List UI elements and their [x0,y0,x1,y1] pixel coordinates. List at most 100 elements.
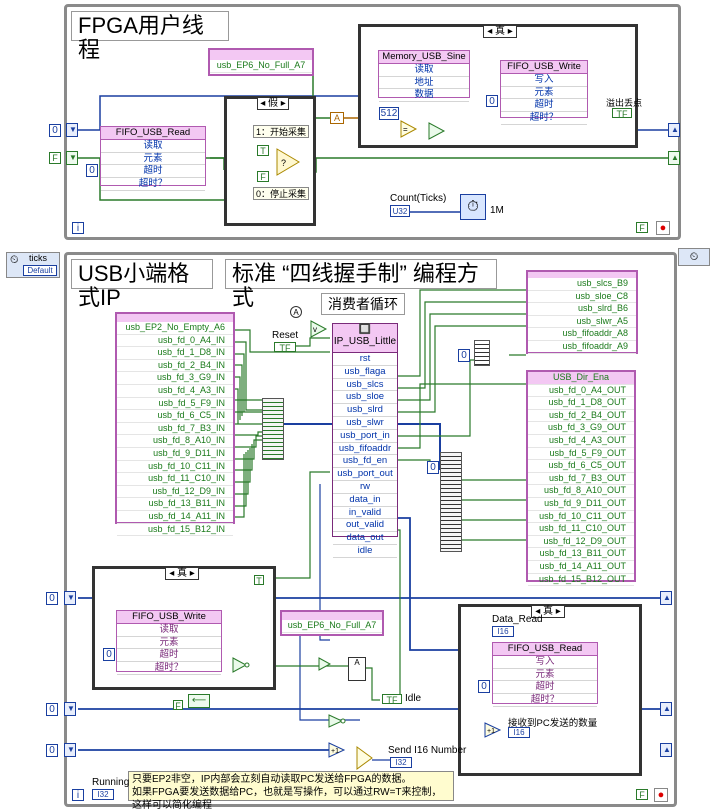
out-index-zero-const[interactable]: 0 [427,461,439,474]
consumer-loop-label: 消费者循环 [321,293,405,315]
ctrl-list-row-0: usb_slcs_B9 [528,278,636,291]
top-fifo-read-row-3: 超时？ [101,178,205,191]
top-loop-title: FPGA用户线程 [71,11,229,62]
comment-line-1: 只要EP2非空，IP内部会立刻自动读取PC发送给FPGA的数据。 [132,774,412,785]
top-fifo-read-title: FIFO_USB_Read [101,127,205,140]
top-stop-false-const[interactable]: F [636,222,648,233]
bottom-left-shift-2: ▼ [64,702,76,716]
bottom-fifo-read-row-1: 元素 [493,669,597,682]
reset-label: Reset [272,330,299,341]
bottom-stop-false-const[interactable]: F [636,789,648,800]
ip-name: IP_USB_Little [333,336,397,347]
top-fifo-write-timeout-const[interactable]: 0 [486,95,498,107]
out-list-row-2: usb_fd_1_D8_OUT [528,397,634,410]
svg-text:+1: +1 [331,748,339,755]
out-list-row-3: usb_fd_2_B4_OUT [528,410,634,423]
ticks-terminal-right: ⏲ [678,248,710,266]
ip-row-11: data_in [333,494,397,507]
out-index-array-node [440,452,462,552]
top-case-true-selector[interactable]: ◂ 真 ▸ [483,25,517,38]
ticks-default-value[interactable]: Default [23,265,57,276]
idle-label: Idle [405,693,422,704]
top-fifo-read-row-1: 元素 [101,153,205,166]
reset-indicator-icon: A [290,306,302,318]
ip-row-7: usb_fifoaddr [333,443,397,456]
bottom-stop-condition-icon[interactable]: ● [654,788,668,802]
top-fifo-read-timeout-const[interactable]: 0 [86,164,98,177]
in-list-row-5: usb_fd_4_A3_IN [117,385,233,398]
top-case-false: ◂ 假 ▸ 1：开始采集 T F ? 0：停止采集 [224,96,316,226]
out-list-row-5: usb_fd_4_A3_OUT [528,435,634,448]
bottom-case-read-selector[interactable]: ◂ 真 ▸ [531,605,565,618]
top-zero-const-left[interactable]: 0 [49,124,61,137]
reset-or-gate-icon: v [310,320,328,338]
in-list-row-6: usb_fd_5_F9_IN [117,398,233,411]
bottom-fifo-read-node[interactable]: FIFO_USB_Read 写入 元素 超时 超时？ [492,642,598,707]
bottom-fifo-read-timeout-const[interactable]: 0 [478,680,490,693]
bottom-zero-const-1[interactable]: 0 [46,592,58,605]
reset-tf-control[interactable]: TF [274,342,296,353]
bottom-select-node: A [348,657,366,681]
top-fifo-write-node[interactable]: FIFO_USB_Write 写入 元素 超时 超时？ [500,60,588,125]
top-stop-condition-icon[interactable]: ● [656,221,670,235]
in-build-array-node [262,398,284,460]
ctrl-index-zero-const[interactable]: 0 [458,349,470,362]
top-fifo-write-row-3: 超时？ [501,112,587,125]
top-memory-sine-node[interactable]: Memory_USB_Sine 读取 地址 数据 [378,50,470,103]
bottom-feedback-node: ⟵ [188,694,210,708]
ip-row-3: usb_sloe [333,391,397,405]
bottom-fifo-read-row-2: 超时 [493,681,597,695]
comment-line-2: 如果FPGA要发送数据给PC，也就是写操作，可以通过RW=T来控制，这样可以简化… [132,787,442,811]
out-list-row-10: usb_fd_9_D11_OUT [528,498,634,511]
top-iteration-terminal: i [72,222,84,234]
bottom-case-true-const: T [254,575,264,586]
bottom-left-shift-1: ▼ [64,591,76,605]
bottom-zero-const-2[interactable]: 0 [46,703,58,716]
bottom-fifo-write-title: FIFO_USB_Write [117,611,221,624]
ip-row-5: usb_slwr [333,417,397,430]
ip-row-14: data_out [333,532,397,545]
top-bool-f-left[interactable]: F [49,152,61,164]
bottom-ep6-flag-node: usb_EP6_No_Full_A7 [280,610,384,636]
bottom-fifo-read-row-0: 写入 [493,656,597,669]
top-ep6-flag-node: usb_EP6_No_Full_A7 [208,48,314,76]
bottom-zero-const-3[interactable]: 0 [46,744,58,757]
in-list-row-4: usb_fd_3_G9_IN [117,372,233,385]
top-fifo-write-row-1: 元素 [501,87,587,100]
in-list-row-0: usb_EP2_No_Empty_A6 [117,322,233,335]
top-equal-compare-icon: = [400,120,418,138]
top-fifo-read-node[interactable]: FIFO_USB_Read 读取 元素 超时 超时？ [100,126,206,191]
out-list-row-14: usb_fd_13_B11_OUT [528,548,634,561]
top-stop-label: 0：停止采集 [253,187,309,200]
svg-text:+1: +1 [487,728,495,735]
top-fifo-write-title: FIFO_USB_Write [501,61,587,74]
data-read-indicator: I16 [492,626,514,637]
out-list-row-12: usb_fd_11_C10_OUT [528,523,634,536]
top-memory-sine-title: Memory_USB_Sine [379,51,469,64]
bottom-left-shift-3: ▼ [64,743,76,757]
in-list-row-10: usb_fd_9_D11_IN [117,448,233,461]
top-right-shift-register: ▲ [668,123,680,137]
in-list-row-1: usb_fd_0_A4_IN [117,335,233,348]
top-fifo-write-row-2: 超时 [501,99,587,113]
in-list-row-14: usb_fd_13_B11_IN [117,498,233,511]
ticks-label: ticks [29,253,47,263]
ctrl-index-array-node [474,340,490,366]
in-list-row-2: usb_fd_1_D8_IN [117,347,233,360]
top-case-false-selector[interactable]: ◂ 假 ▸ [257,97,289,110]
top-overflow-label: 溢出丢点 [606,98,643,108]
out-list-row-13: usb_fd_12_D9_OUT [528,536,634,549]
running-indicator: I32 [92,789,114,800]
ip-row-10: rw [333,481,397,494]
top-and-gate-icon [428,122,446,140]
ip-usb-little-node[interactable]: 🔲 IP_USB_Little rst usb_flaga usb_slcs u… [332,323,398,558]
top-case-false-const: F [257,171,269,182]
ticks-clock-icon: ⏲ [10,254,19,266]
bottom-feedback-f-const[interactable]: F [173,700,183,711]
top-const-512[interactable]: 512 [379,107,399,120]
in-list-row-16: usb_fd_15_B12_IN [117,524,233,537]
bottom-loop-subtitle: 标准 “四线握手制” 编程方式 [225,259,497,310]
bottom-case-write-selector[interactable]: ◂ 真 ▸ [165,567,199,580]
bottom-fifo-write-timeout-const[interactable]: 0 [103,648,115,661]
bottom-fifo-write-node[interactable]: FIFO_USB_Write 读取 元素 超时 超时？ [116,610,222,675]
